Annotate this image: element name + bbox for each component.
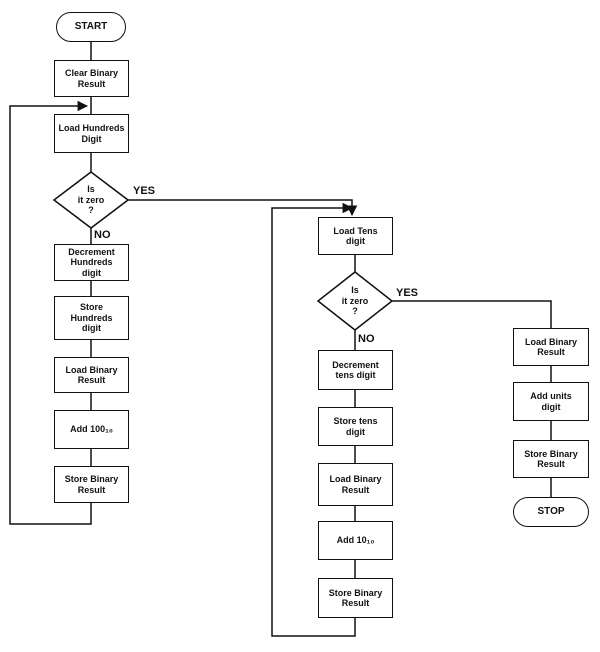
- load-hundreds-box: Load Hundreds Digit: [54, 114, 129, 153]
- decision-2-label: Is it zero ?: [341, 285, 369, 317]
- stop-terminal: STOP: [513, 497, 589, 527]
- start-terminal: START: [56, 12, 126, 42]
- store-binary-box-1: Store Binary Result: [54, 466, 129, 503]
- no-label-1: NO: [94, 229, 111, 241]
- yes-label-1: YES: [133, 185, 156, 197]
- yes-label-2: YES: [396, 287, 419, 299]
- load-binary-box-3: Load Binary Result: [513, 328, 589, 366]
- store-tens-box: Store tens digit: [318, 407, 393, 446]
- decision-diamond-hundreds: [52, 171, 130, 229]
- load-binary-box-1: Load Binary Result: [54, 357, 129, 393]
- store-binary-box-3: Store Binary Result: [513, 440, 589, 478]
- decision-diamond-tens: [316, 271, 394, 331]
- add-units-box: Add units digit: [513, 382, 589, 421]
- connector-yes-2: [392, 300, 552, 328]
- no-label-2: NO: [358, 333, 375, 345]
- clear-binary-box: Clear Binary Result: [54, 60, 129, 97]
- store-binary-box-2: Store Binary Result: [318, 578, 393, 618]
- decrement-tens-box: Decrement tens digit: [318, 350, 393, 390]
- add-10-box: Add 10₁₀: [318, 521, 393, 560]
- store-hundreds-box: Store Hundreds digit: [54, 296, 129, 340]
- loop-back-2: [271, 202, 356, 637]
- decrement-hundreds-box: Decrement Hundreds digit: [54, 244, 129, 281]
- load-binary-box-2: Load Binary Result: [318, 463, 393, 506]
- decision-1-label: Is it zero ?: [77, 184, 105, 216]
- add-100-box: Add 100₁₀: [54, 410, 129, 449]
- loop-back-1: [9, 100, 92, 525]
- load-tens-box: Load Tens digit: [318, 217, 393, 255]
